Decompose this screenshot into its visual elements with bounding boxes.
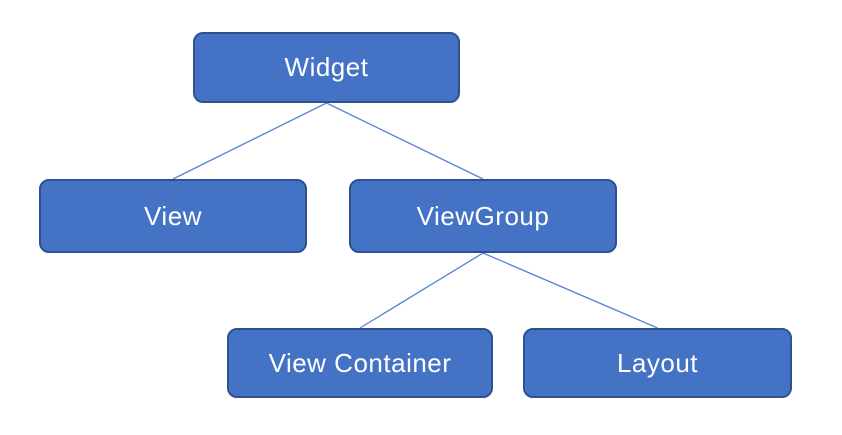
edge-widget-view: [172, 102, 327, 180]
edge-viewgroup-view-container: [359, 252, 484, 329]
node-layout: Layout: [523, 328, 792, 398]
node-layout-label: Layout: [616, 347, 699, 378]
node-widget-label: Widget: [284, 52, 369, 82]
node-viewgroup: ViewGroup: [349, 179, 617, 253]
edge-widget-viewgroup: [326, 102, 484, 180]
edge-viewgroup-layout: [482, 252, 658, 329]
node-viewgroup-label: ViewGroup: [416, 200, 550, 231]
node-view-container: View Container: [227, 328, 493, 398]
node-view: View: [39, 179, 307, 253]
node-view-container-label: View Container: [268, 347, 452, 378]
node-widget: Widget: [193, 32, 460, 103]
node-view-label: View: [144, 200, 202, 231]
